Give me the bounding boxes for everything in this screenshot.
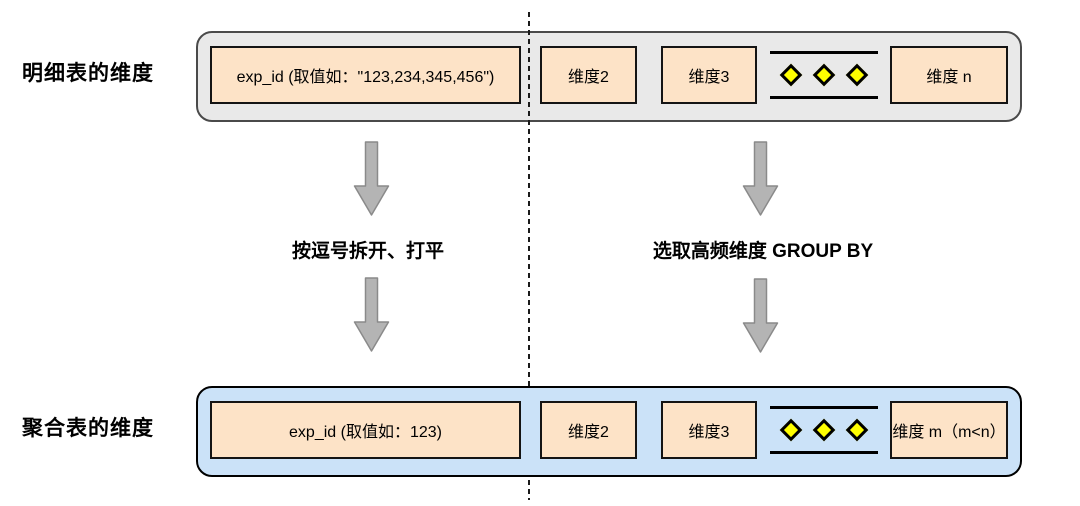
ellipsis-bottom-line — [770, 451, 878, 454]
agg-dim3-box: 维度3 — [661, 401, 757, 459]
agg-ellipsis-more-dims — [770, 406, 878, 454]
ellipsis-top-line — [770, 51, 878, 54]
detail-dim-n-box: 维度 n — [890, 46, 1008, 104]
down-arrow-icon — [353, 141, 390, 216]
down-arrow-icon — [742, 141, 779, 216]
ellipsis-top-line — [770, 406, 878, 409]
ellipsis-bottom-line — [770, 96, 878, 99]
diamond-icon — [812, 63, 836, 87]
detail-table-row-label: 明细表的维度 — [22, 62, 154, 85]
detail-dim2-box: 维度2 — [540, 46, 637, 104]
ellipsis-diamonds — [779, 63, 869, 87]
agg-dim-m-box: 维度 m（m<n） — [890, 401, 1008, 459]
down-arrow-icon — [353, 277, 390, 352]
detail-dim3-box: 维度3 — [661, 46, 757, 104]
dashed-divider-line — [528, 12, 530, 500]
agg-dim2-box: 维度2 — [540, 401, 637, 459]
detail-exp-id-box: exp_id (取值如："123,234,345,456") — [210, 46, 521, 104]
diamond-icon — [845, 418, 869, 442]
detail-ellipsis-more-dims — [770, 51, 878, 99]
agg-exp-id-box: exp_id (取值如：123) — [210, 401, 521, 459]
ellipsis-diamonds — [779, 418, 869, 442]
aggregate-table-row-label: 聚合表的维度 — [22, 417, 154, 440]
diamond-icon — [845, 63, 869, 87]
diamond-icon — [779, 63, 803, 87]
diamond-icon — [812, 418, 836, 442]
split-flatten-label: 按逗号拆开、打平 — [291, 241, 445, 262]
down-arrow-icon — [742, 278, 779, 353]
diamond-icon — [779, 418, 803, 442]
group-by-label: 选取高频维度 GROUP BY — [652, 241, 874, 262]
